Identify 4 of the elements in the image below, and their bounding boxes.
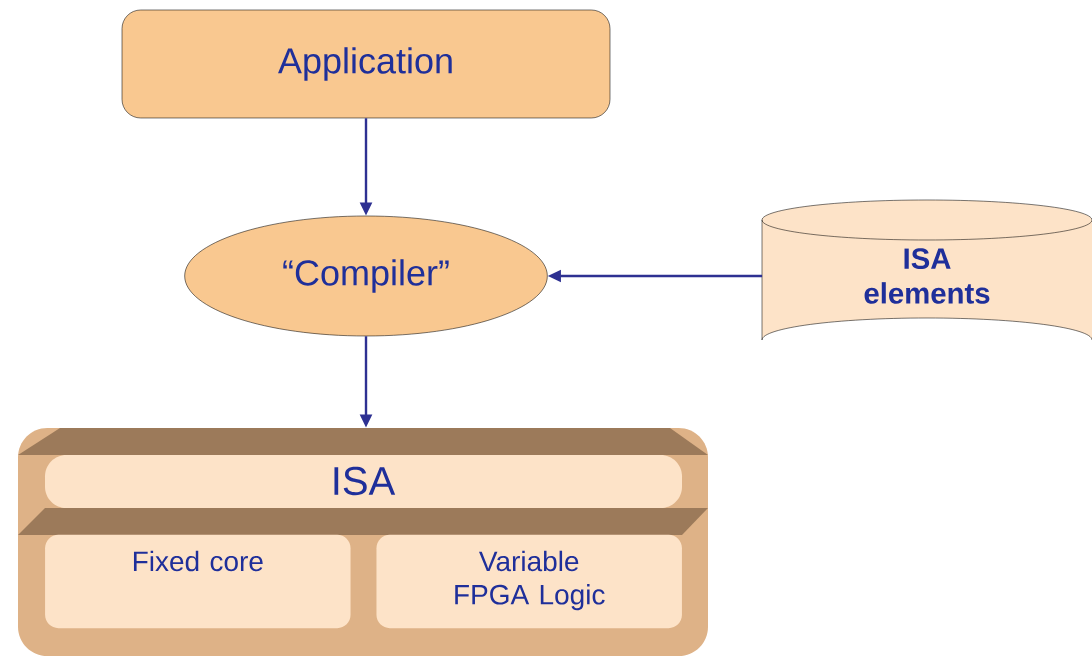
logic-panel: Variable FPGA Logic (376, 534, 682, 629)
database-cylinder: ISA elements (761, 199, 1092, 341)
process-box: Application (121, 9, 611, 119)
logic-panel: Fixed core (45, 534, 351, 629)
